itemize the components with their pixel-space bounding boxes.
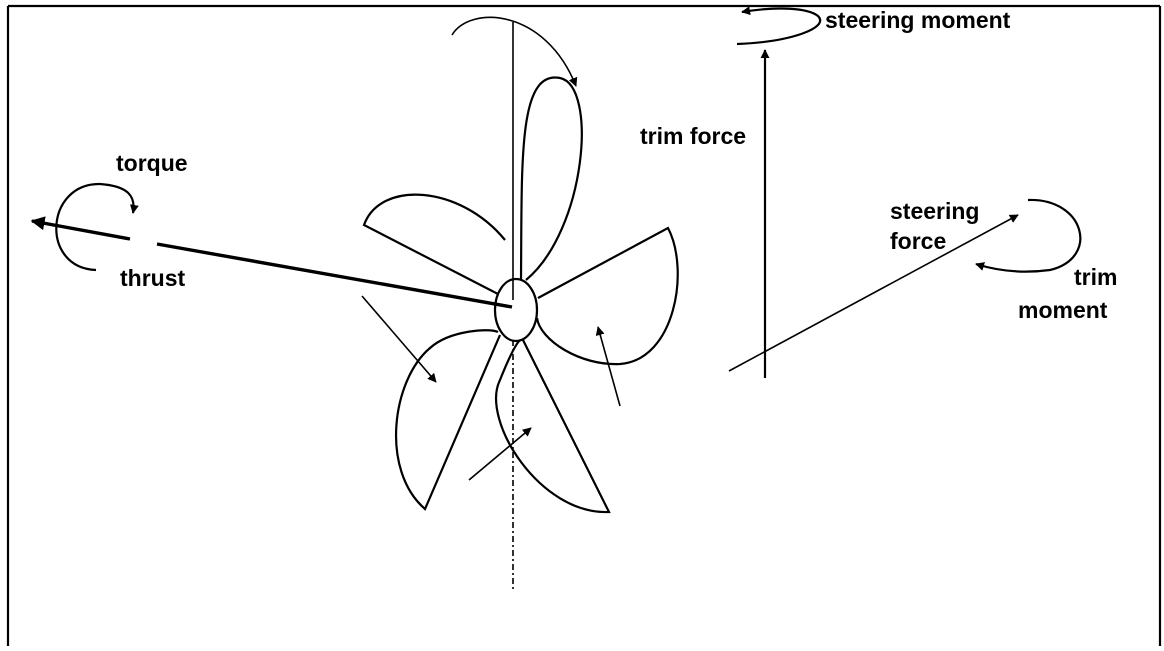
label-steering-moment: steering moment (825, 7, 1011, 33)
rotation-arrow (451, 16, 578, 87)
label-trim: trim (1074, 264, 1117, 290)
frame-border (6, 4, 1162, 646)
steering-moment-arrow (736, 6, 822, 46)
propeller-hub (493, 277, 539, 343)
blade-arrow-2 (468, 427, 532, 481)
label-thrust: thrust (120, 265, 186, 291)
label-moment: moment (1018, 297, 1108, 323)
thrust-arrow-head (30, 216, 131, 241)
blade-lower-right (495, 339, 611, 514)
blade-arrow-3 (595, 326, 621, 407)
blade-top (519, 76, 583, 281)
label-torque: torque (116, 150, 188, 176)
blade-right (535, 226, 679, 366)
label-trim-force: trim force (640, 123, 746, 149)
blade-arrow-1 (361, 295, 437, 383)
blade-upper-left (362, 193, 506, 295)
label-steering: steering (890, 198, 979, 224)
label-force: force (890, 228, 946, 254)
trim-moment-arrow (975, 198, 1082, 273)
torque-arrow (55, 182, 139, 272)
blade-lower-left (394, 329, 502, 511)
thrust-arrow-tail (156, 242, 513, 309)
steering-force-arrow (728, 214, 1019, 372)
propeller-blades (362, 76, 679, 514)
